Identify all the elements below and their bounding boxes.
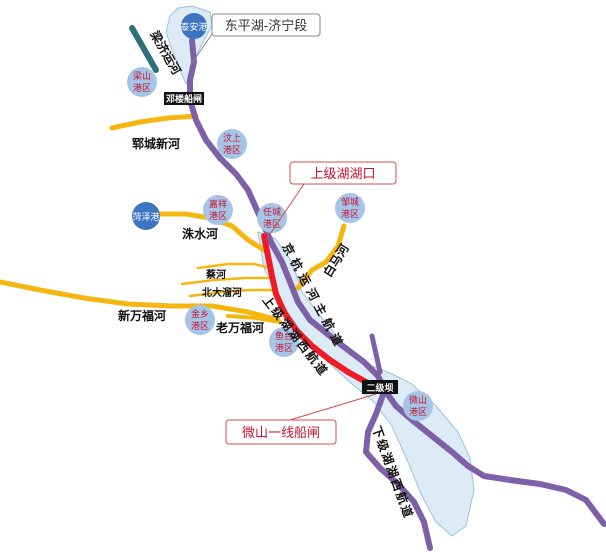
callout-shangjihu: 上级湖湖口: [265, 161, 397, 241]
callout-weishan: 微山一线船闸: [225, 393, 377, 445]
callout-shangjihu-text: 上级湖湖口: [310, 167, 375, 182]
label-zhushui-river: 洙水河: [182, 226, 218, 241]
port-jinxiang: 金乡 港区: [185, 305, 215, 335]
shangji-west-channel: [261, 233, 385, 393]
laowanfu-river: [226, 314, 282, 324]
port-weishan-line2: 港区: [409, 406, 427, 418]
port-liangshan: 梁山 港区: [127, 67, 157, 97]
port-liangshan-line1: 梁山: [133, 70, 151, 82]
label-xinwanfu-river: 新万福河: [118, 308, 166, 323]
xinwanfu-river: [0, 279, 281, 323]
port-yutai-line1: 鱼台: [275, 330, 293, 342]
port-jiaxiang: 嘉祥 港区: [203, 195, 233, 225]
baima-river: [295, 223, 347, 291]
label-yuncheng-river: 郓城新河: [132, 136, 180, 151]
port-jinxiang-line1: 金乡: [191, 308, 209, 320]
erjiba-lock: 二级坝: [362, 380, 398, 394]
denglou-lock: 邓楼船闸: [164, 92, 204, 105]
port-yutai: 鱼台 港区: [269, 327, 299, 357]
port-rencheng-line1: 任城: [263, 206, 281, 218]
port-taian: 泰安港: [180, 13, 208, 39]
port-jinxiang-line2: 港区: [191, 320, 209, 332]
beidaliu-river-b: [188, 288, 276, 298]
label-caihe-river: 蔡河: [205, 268, 226, 281]
callout-dongping: 东平湖-济宁段: [189, 13, 321, 67]
port-rencheng-line2: 港区: [263, 218, 281, 230]
yuncheng-river: [109, 113, 199, 131]
port-taian-label: 泰安港: [180, 21, 207, 33]
lower-west-channel: [363, 389, 433, 551]
beidaliu-river: [180, 276, 274, 286]
callout-dongping-text: 东平湖-济宁段: [225, 18, 307, 34]
main-channel: [187, 37, 606, 527]
denglou-lock-label: 邓楼船闸: [166, 93, 202, 105]
port-wenshang-line1: 汶上: [223, 132, 241, 144]
caihe-river: [196, 262, 272, 270]
port-zoucheng: 邹城 港区: [335, 193, 365, 223]
main-upper-spur: [369, 333, 383, 375]
port-heze: 菏泽港: [132, 202, 160, 230]
port-weishan: 微山 港区: [403, 391, 433, 421]
label-beidaliu-river: 北大溜河: [202, 286, 242, 299]
port-zoucheng-line2: 港区: [341, 208, 359, 220]
callout-weishan-text: 微山一线船闸: [242, 426, 320, 441]
label-laowanfu-river: 老万福河: [216, 320, 264, 335]
port-rencheng: 任城 港区: [257, 203, 287, 233]
port-jiaxiang-line2: 港区: [209, 210, 227, 222]
port-weishan-line1: 微山: [409, 394, 427, 406]
port-wenshang-line2: 港区: [223, 144, 241, 156]
port-jiaxiang-line1: 嘉祥: [209, 198, 227, 210]
port-heze-label: 菏泽港: [132, 211, 159, 223]
port-zoucheng-line1: 邹城: [341, 196, 359, 208]
port-wenshang: 汶上 港区: [217, 129, 247, 159]
erjiba-lock-label: 二级坝: [366, 382, 393, 394]
port-liangshan-line2: 港区: [133, 82, 151, 94]
port-yutai-line2: 港区: [275, 342, 293, 354]
teal-channel: [129, 25, 159, 73]
